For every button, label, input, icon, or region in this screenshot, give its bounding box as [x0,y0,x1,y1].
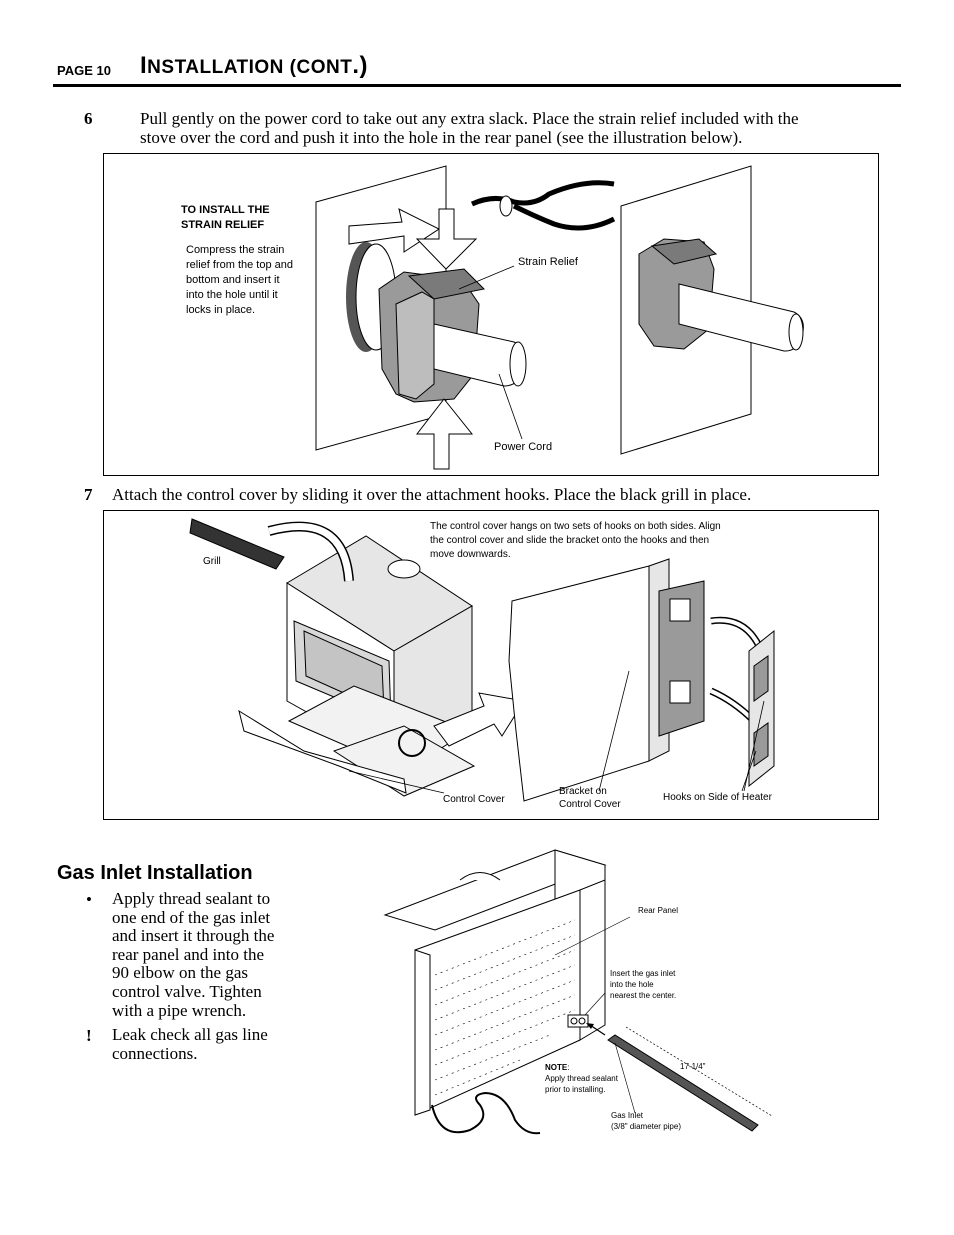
title-rest: NSTALLATION ( [147,57,297,78]
control-cover-note-3: move downwards. [430,549,511,560]
gas-inlet-label-1: Gas Inlet [611,1111,644,1120]
section-title: INSTALLATION (CONT.) [140,52,368,80]
strain-relief-illustration [315,165,804,470]
label-bracket-2: Control Cover [559,799,621,810]
bullet-1-line-1: Apply thread sealant to [112,889,271,908]
step-6-line-2: stove over the cord and push it into the… [140,128,743,147]
bullet-2-text: Leak check all gas line connections. [112,1025,302,1063]
title-end: .) [352,52,368,79]
label-power-cord: Power Cord [494,441,553,453]
label-hooks: Hooks on Side of Heater [663,792,772,803]
control-cover-illustration [189,518,775,802]
bullet-1-line-6: control valve. Tighten [112,981,262,1001]
bullet-1-line-2: one end of the gas inlet [112,907,271,927]
control-cover-note-1: The control cover hangs on two sets of h… [430,521,721,532]
note-label: NOTE: [545,1062,569,1073]
strain-relief-heading-2: STRAIN RELIEF [181,219,265,231]
dimension-label: 17-1/4" [680,1062,706,1071]
gas-inlet-illustration [383,849,773,1135]
figure-control-cover: The control cover hangs on two sets of h… [103,510,879,820]
figure-strain-relief: TO INSTALL THE STRAIN RELIEF Compress th… [103,153,879,476]
bullet-1-symbol: • [86,890,92,909]
label-bracket-1: Bracket on [559,786,607,797]
label-strain-relief: Strain Relief [518,256,578,268]
figure-gas-inlet: Rear Panel Insert the gas inlet into the… [380,835,790,1145]
bullet-2-symbol: ! [86,1026,92,1045]
step-7-number: 7 [84,485,93,504]
title-cont: CONT [296,57,353,78]
note-label-colon: : [567,1063,570,1072]
bullet-1-line-5: 90 elbow on the gas [112,963,248,983]
control-cover-note-2: the control cover and slide the bracket … [430,535,710,546]
strain-relief-desc-4: into the hole until it [186,289,278,301]
title-initial: I [140,52,148,79]
label-grill: Grill [203,556,221,567]
header-rule [53,84,901,87]
insert-note-3: nearest the center. [610,991,677,1000]
label-rear-panel: Rear Panel [638,906,679,915]
strain-relief-desc-2: relief from the top and [186,259,294,271]
bullet-1-line-3: and insert it through the [112,926,275,946]
gas-inlet-label-2: (3/8" diameter pipe) [611,1122,681,1131]
note-line-2: prior to installing. [545,1085,606,1094]
gas-inlet-title: Gas Inlet Installation [57,862,253,884]
label-control-cover: Control Cover [443,794,505,805]
bullet-1-text: Apply thread sealant to one end of the g… [112,889,302,1020]
insert-note-2: into the hole [610,980,654,989]
bullet-1-line-4: rear panel and into the [112,944,264,964]
step-6-line-1: Pull gently on the power cord to take ou… [140,109,799,128]
note-line-1: Apply thread sealant [545,1074,618,1083]
insert-note-1: Insert the gas inlet [610,969,676,978]
bullet-2-line-1: Leak check all gas line [112,1025,268,1044]
strain-relief-desc-1: Compress the strain [186,244,285,256]
strain-relief-desc-3: bottom and insert it [186,274,280,286]
bullet-2-line-2: connections. [112,1043,198,1063]
strain-relief-heading-1: TO INSTALL THE [181,204,270,216]
bullet-1-line-7: with a pipe wrench. [112,1000,247,1020]
step-7-text: Attach the control cover by sliding it o… [112,485,752,504]
strain-relief-desc-5: locks in place. [186,304,256,316]
page-label: PAGE 10 [57,63,111,78]
step-6-number: 6 [84,109,93,128]
note-label-text: NOTE [545,1063,568,1072]
